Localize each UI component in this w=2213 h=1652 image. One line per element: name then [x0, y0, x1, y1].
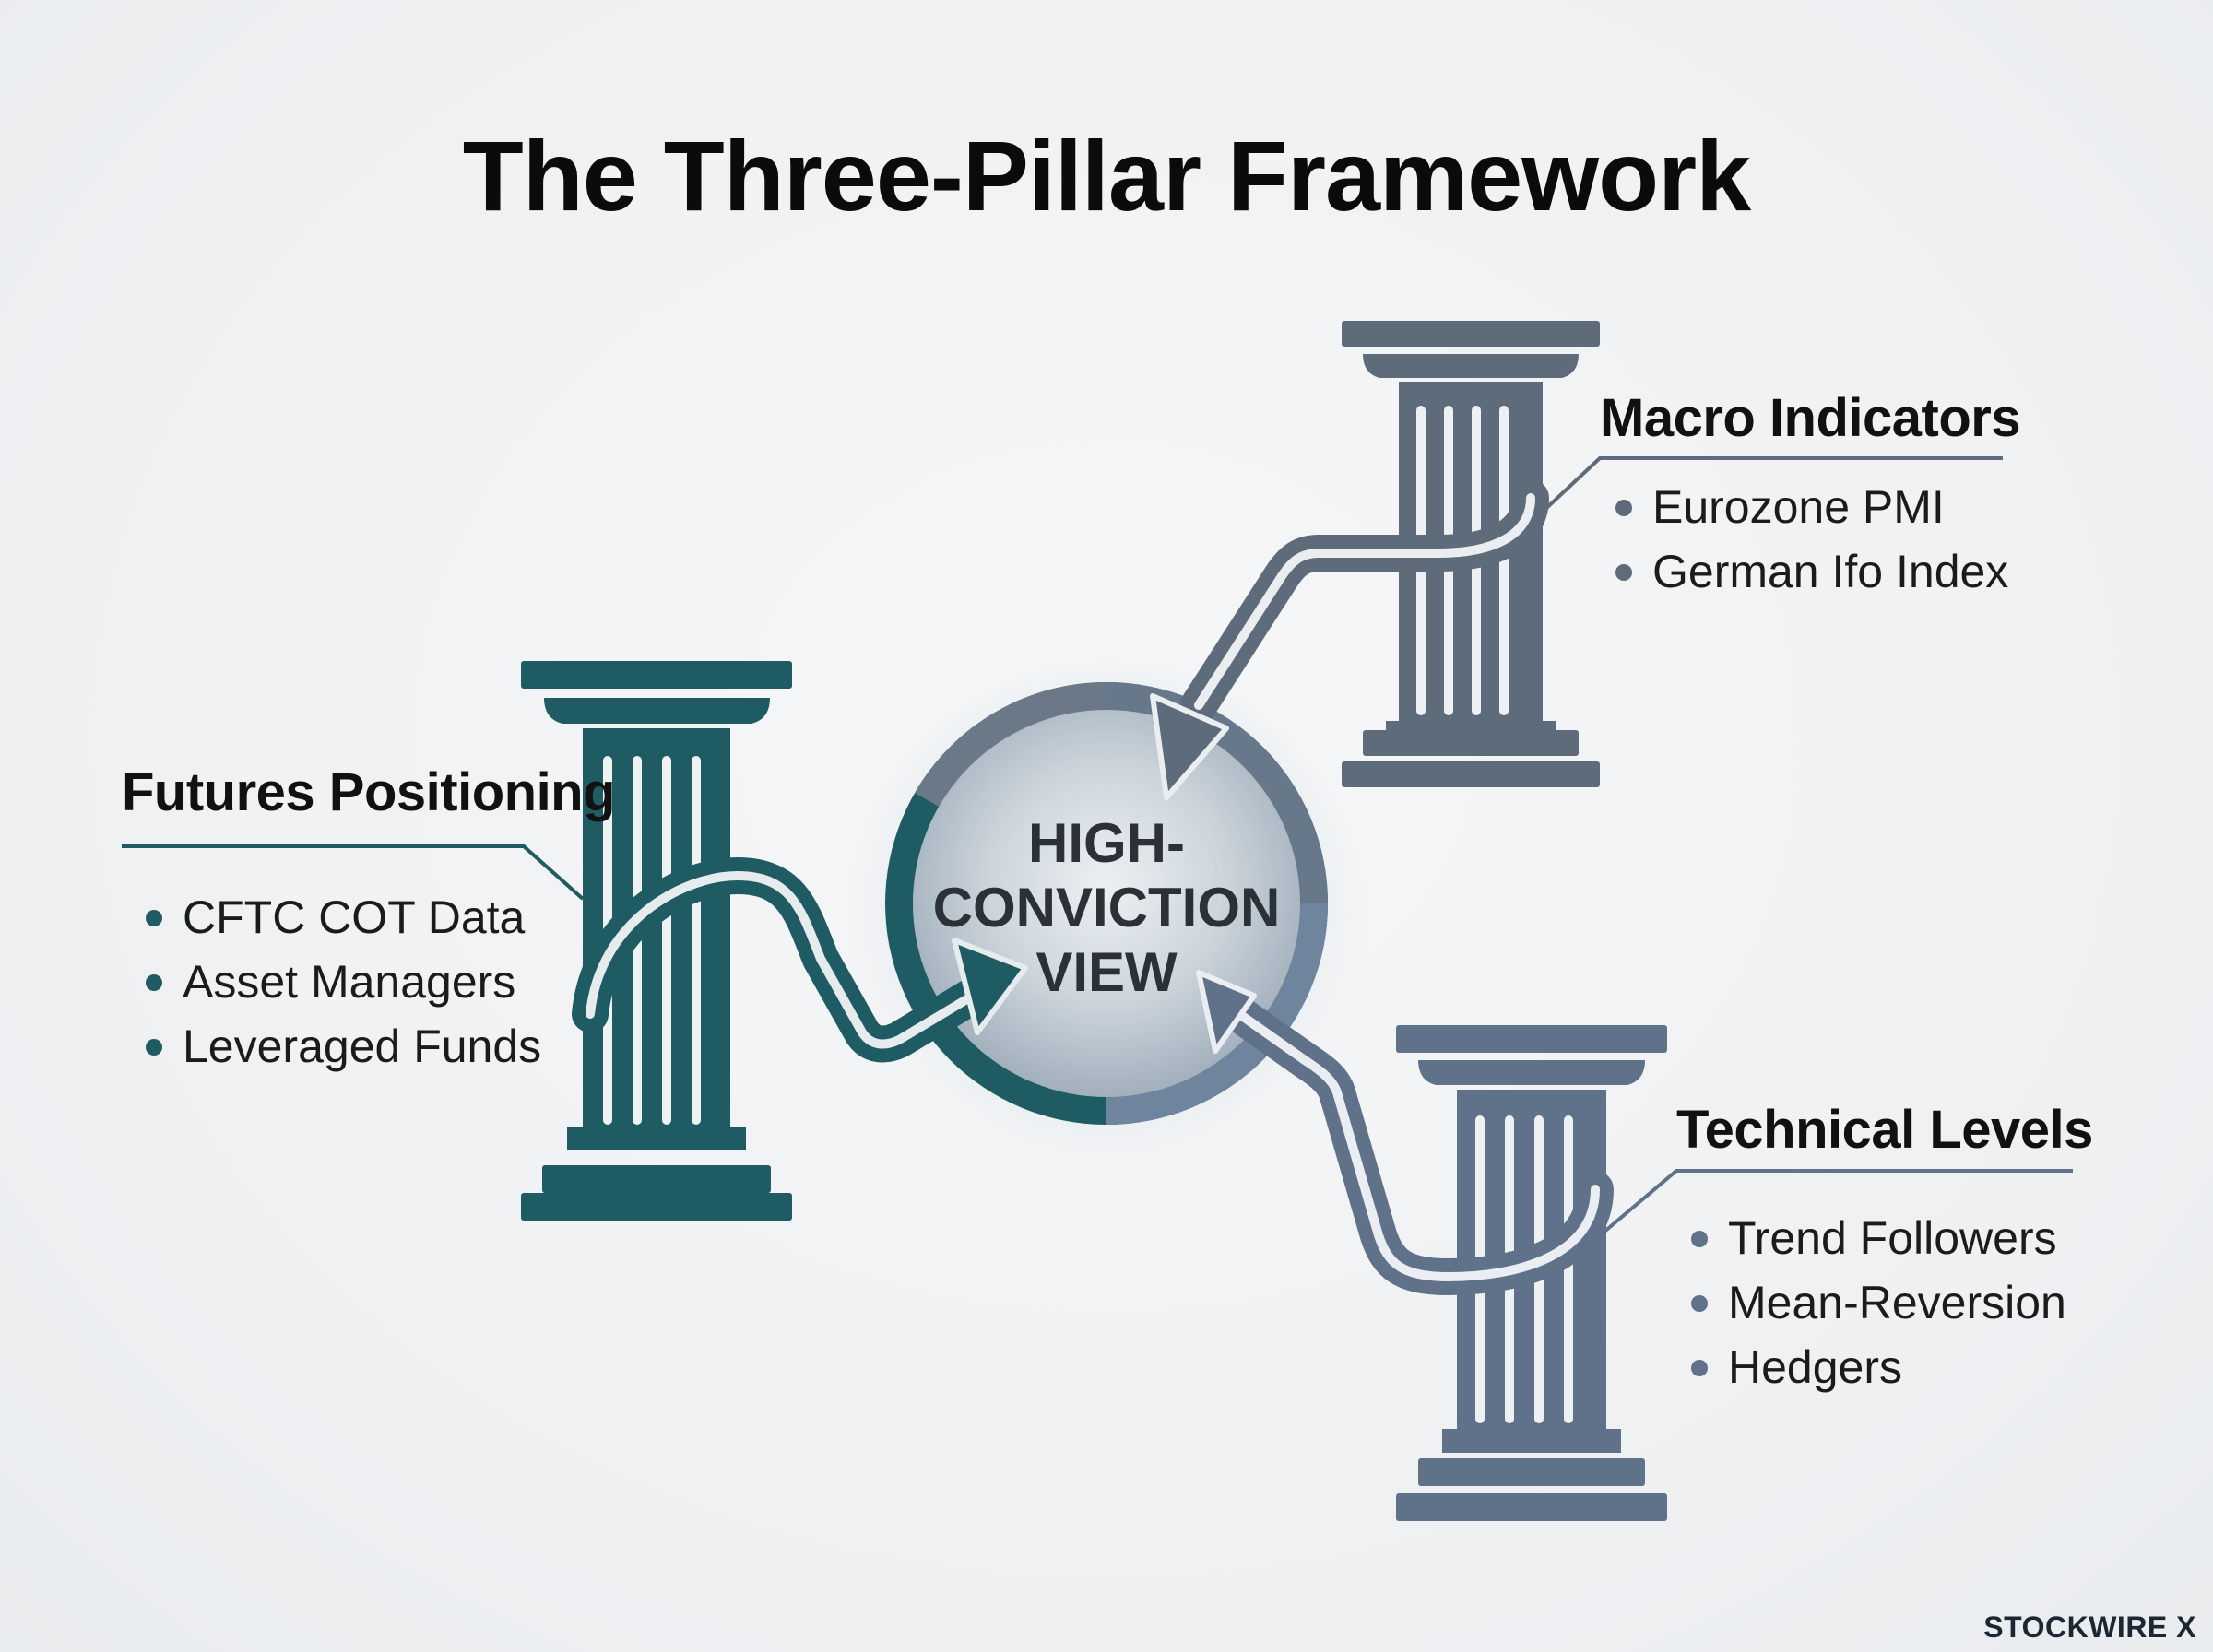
- hub-label-line: VIEW: [1035, 941, 1178, 1003]
- technical-list: Trend Followers Mean-Reversion Hedgers: [1691, 1206, 2066, 1399]
- list-item: Hedgers: [1691, 1335, 2066, 1399]
- hub-label-line: HIGH-: [1028, 812, 1185, 874]
- hub-label: HIGH- CONVICTION VIEW: [885, 811, 1328, 1005]
- futures-heading: Futures Positioning: [122, 762, 616, 822]
- list-item: Trend Followers: [1691, 1206, 2066, 1270]
- list-item: Mean-Reversion: [1691, 1270, 2066, 1335]
- bullet-icon: [146, 910, 162, 926]
- bullet-icon: [146, 974, 162, 991]
- flow-arrow-technical: [1196, 970, 1614, 1295]
- list-item: German Ifo Index: [1615, 539, 2008, 604]
- brand-logo: STOCKWIRE X: [1983, 1611, 2196, 1644]
- futures-list: CFTC COT Data Asset Managers Leveraged F…: [146, 885, 541, 1079]
- flow-arrow-futures: [572, 857, 1028, 1063]
- hub-label-line: CONVICTION: [932, 877, 1281, 938]
- conviction-hub: [839, 636, 1374, 1171]
- page-title: The Three-Pillar Framework: [462, 120, 1751, 231]
- leader-line-futures: [122, 844, 585, 901]
- leader-line-technical: [1603, 1169, 2073, 1233]
- list-item: CFTC COT Data: [146, 885, 541, 950]
- technical-heading: Technical Levels: [1676, 1100, 2093, 1160]
- bullet-icon: [146, 1039, 162, 1056]
- bullet-icon: [1691, 1360, 1708, 1376]
- flow-arrow-macro: [1150, 479, 1549, 800]
- pillar-futures-icon: [521, 661, 792, 1221]
- list-item: Leveraged Funds: [146, 1014, 541, 1079]
- macro-heading: Macro Indicators: [1600, 388, 2021, 448]
- leader-line-macro: [1540, 456, 2003, 514]
- list-item: Eurozone PMI: [1615, 475, 2008, 539]
- macro-list: Eurozone PMI German Ifo Index: [1615, 475, 2008, 604]
- bullet-icon: [1691, 1295, 1708, 1312]
- bullet-icon: [1615, 564, 1632, 581]
- bullet-icon: [1615, 500, 1632, 516]
- list-item: Asset Managers: [146, 950, 541, 1014]
- bullet-icon: [1691, 1231, 1708, 1247]
